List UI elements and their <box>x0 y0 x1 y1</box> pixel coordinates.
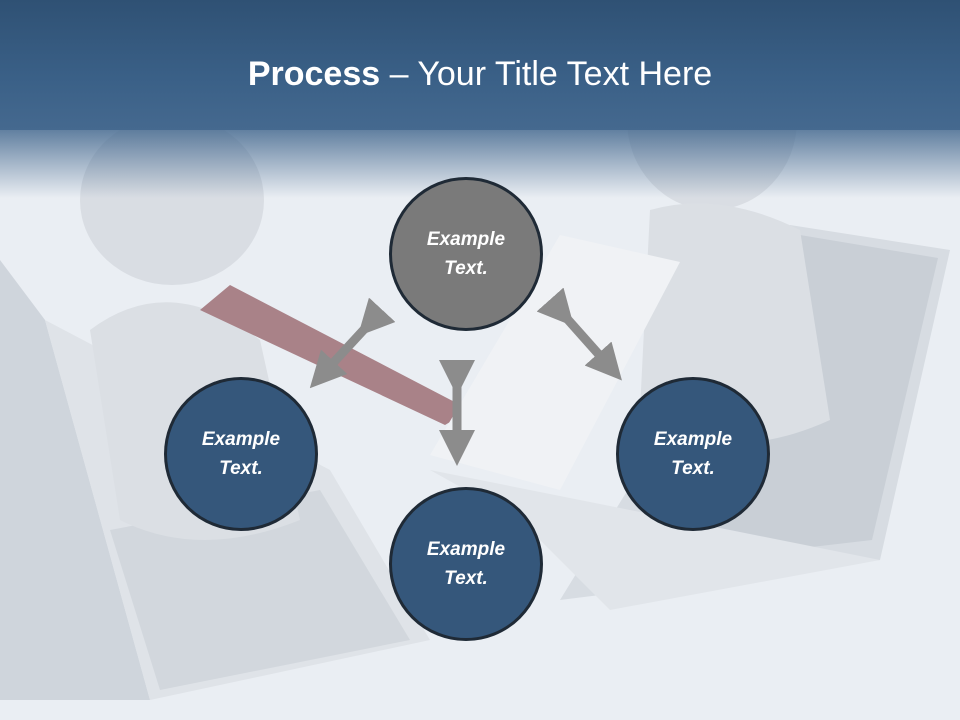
title-bar <box>0 0 960 130</box>
arrow-top-right <box>536 287 622 381</box>
node-top[interactable]: Example Text. <box>389 177 543 331</box>
node-bottom-line1: Example <box>426 539 506 560</box>
slide-title: Process – Your Title Text Here <box>0 52 960 96</box>
node-top-line2: Text. <box>444 258 488 279</box>
node-left-line1: Example <box>201 429 281 450</box>
node-right[interactable]: Example Text. <box>616 377 770 531</box>
node-bottom[interactable]: Example Text. <box>389 487 543 641</box>
title-rest: – Your Title Text Here <box>380 55 713 93</box>
node-right-line2: Text. <box>671 458 715 479</box>
node-right-line1: Example <box>653 429 733 450</box>
node-left[interactable]: Example Text. <box>164 377 318 531</box>
node-top-line1: Example <box>426 229 506 250</box>
arrow-top-left <box>309 297 396 389</box>
node-bottom-line2: Text. <box>444 568 488 589</box>
title-bold: Process <box>247 55 381 93</box>
node-left-line2: Text. <box>219 458 263 479</box>
